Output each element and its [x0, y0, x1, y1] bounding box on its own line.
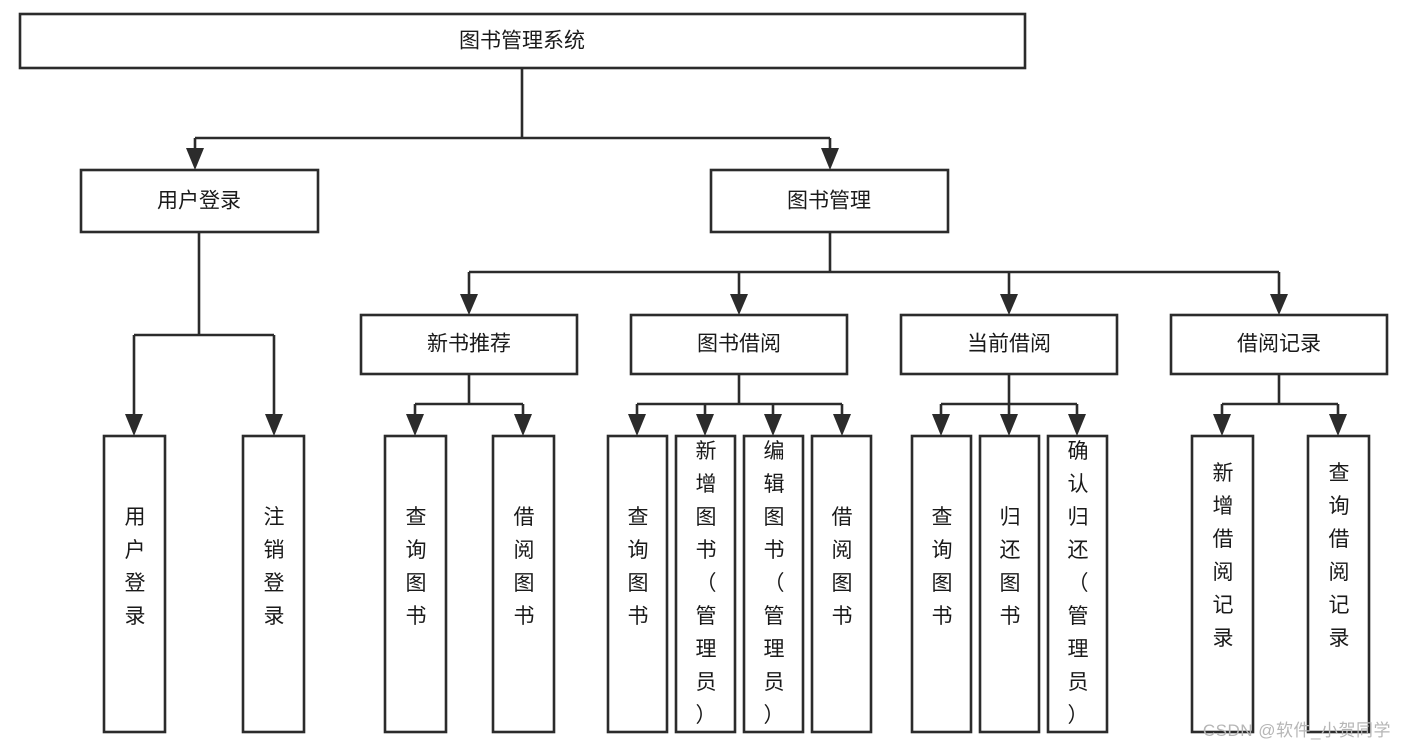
- arrow-head-leaf-2: [265, 414, 283, 436]
- node-current-box[interactable]: [899, 313, 1119, 376]
- node-login-box[interactable]: [79, 168, 320, 234]
- node-records[interactable]: 借阅记录: [1169, 313, 1389, 376]
- node-leaf-13-label: 查询借阅记录: [1329, 462, 1350, 650]
- node-login[interactable]: 用户登录: [79, 168, 320, 234]
- node-current-label: 当前借阅: [967, 333, 1051, 356]
- node-leaf-4-label: 借阅图书: [514, 506, 535, 628]
- node-leaf-7[interactable]: 编辑图书（管理员）: [742, 434, 805, 734]
- node-newbook-label: 新书推荐: [427, 333, 511, 356]
- csdn-watermark: CSDN @软件_小贺同学: [1202, 721, 1391, 740]
- arrow-head-leaf-3: [406, 414, 424, 436]
- arrow-head-leaf-4: [514, 414, 532, 436]
- node-leaf-8-label: 借阅图书: [832, 506, 853, 628]
- node-leaf-2[interactable]: 注销登录: [241, 434, 306, 734]
- node-layer: 图书管理系统 用户登录 图书管理 新书推荐 图书借阅 当前: [18, 12, 1389, 734]
- node-leaf-11-label: 确认归还（管理员）: [1068, 440, 1089, 727]
- arrow-head-leaf-10: [1000, 414, 1018, 436]
- node-leaf-13-box[interactable]: [1306, 434, 1371, 734]
- arrow-head-leaf-8: [833, 414, 851, 436]
- node-leaf-2-label: 注销登录: [264, 506, 285, 628]
- node-leaf-11[interactable]: 确认归还（管理员）: [1046, 434, 1109, 734]
- arrow-head-leaf-12: [1213, 414, 1231, 436]
- node-leaf-10[interactable]: 归还图书: [978, 434, 1041, 734]
- node-leaf-4[interactable]: 借阅图书: [491, 434, 556, 734]
- node-login-label: 用户登录: [157, 190, 241, 213]
- connector-layer: [125, 68, 1347, 436]
- node-leaf-6[interactable]: 新增图书（管理员）: [674, 434, 737, 734]
- node-root-box[interactable]: [18, 12, 1027, 70]
- node-leaf-9[interactable]: 查询图书: [910, 434, 973, 734]
- node-leaf-5[interactable]: 查询图书: [606, 434, 669, 734]
- node-leaf-6-label: 新增图书（管理员）: [696, 440, 717, 727]
- arrow-head-leaf-5: [628, 414, 646, 436]
- node-leaf-10-label: 归还图书: [1000, 506, 1021, 628]
- arrow-head-leaf-7: [764, 414, 782, 436]
- node-records-label: 借阅记录: [1237, 333, 1321, 356]
- node-leaf-4-box[interactable]: [491, 434, 556, 734]
- node-leaf-5-box[interactable]: [606, 434, 669, 734]
- node-leaf-9-box[interactable]: [910, 434, 973, 734]
- node-leaf-1[interactable]: 用户登录: [102, 434, 167, 734]
- node-newbook-box[interactable]: [359, 313, 579, 376]
- node-leaf-10-box[interactable]: [978, 434, 1041, 734]
- arrow-head-records: [1270, 294, 1288, 315]
- arrow-head-leaf-1: [125, 414, 143, 436]
- arrow-head-login: [186, 148, 204, 170]
- node-root[interactable]: 图书管理系统: [18, 12, 1027, 70]
- node-borrow-box[interactable]: [629, 313, 849, 376]
- node-leaf-8-box[interactable]: [810, 434, 873, 734]
- node-newbook[interactable]: 新书推荐: [359, 313, 579, 376]
- node-bookmgmt-box[interactable]: [709, 168, 950, 234]
- node-leaf-1-label: 用户登录: [125, 506, 146, 628]
- node-leaf-12-box[interactable]: [1190, 434, 1255, 734]
- node-borrow-label: 图书借阅: [697, 333, 781, 356]
- node-leaf-3-box[interactable]: [383, 434, 448, 734]
- node-leaf-3[interactable]: 查询图书: [383, 434, 448, 734]
- node-leaf-6-box[interactable]: [674, 434, 737, 734]
- node-leaf-1-box[interactable]: [102, 434, 167, 734]
- arrow-head-leaf-13: [1329, 414, 1347, 436]
- node-current[interactable]: 当前借阅: [899, 313, 1119, 376]
- arrow-head-leaf-9: [932, 414, 950, 436]
- node-leaf-7-box[interactable]: [742, 434, 805, 734]
- node-leaf-2-box[interactable]: [241, 434, 306, 734]
- arrow-head-bookmgmt: [821, 148, 839, 170]
- node-leaf-8[interactable]: 借阅图书: [810, 434, 873, 734]
- node-leaf-9-label: 查询图书: [932, 506, 953, 628]
- node-leaf-7-label: 编辑图书（管理员）: [764, 440, 785, 727]
- node-bookmgmt[interactable]: 图书管理: [709, 168, 950, 234]
- node-leaf-11-box[interactable]: [1046, 434, 1109, 734]
- node-records-box[interactable]: [1169, 313, 1389, 376]
- arrow-head-leaf-11: [1068, 414, 1086, 436]
- node-leaf-13[interactable]: 查询借阅记录: [1306, 434, 1371, 734]
- arrow-head-current: [1000, 294, 1018, 315]
- arrow-head-borrow: [730, 294, 748, 315]
- node-root-label: 图书管理系统: [459, 30, 585, 53]
- arrow-head-newbook: [460, 294, 478, 315]
- node-borrow[interactable]: 图书借阅: [629, 313, 849, 376]
- node-leaf-5-label: 查询图书: [628, 506, 649, 628]
- arrow-head-leaf-6: [696, 414, 714, 436]
- node-leaf-3-label: 查询图书: [406, 506, 427, 628]
- node-leaf-12-label: 新增借阅记录: [1213, 462, 1234, 650]
- node-leaf-12[interactable]: 新增借阅记录: [1190, 434, 1255, 734]
- node-bookmgmt-label: 图书管理: [787, 190, 871, 213]
